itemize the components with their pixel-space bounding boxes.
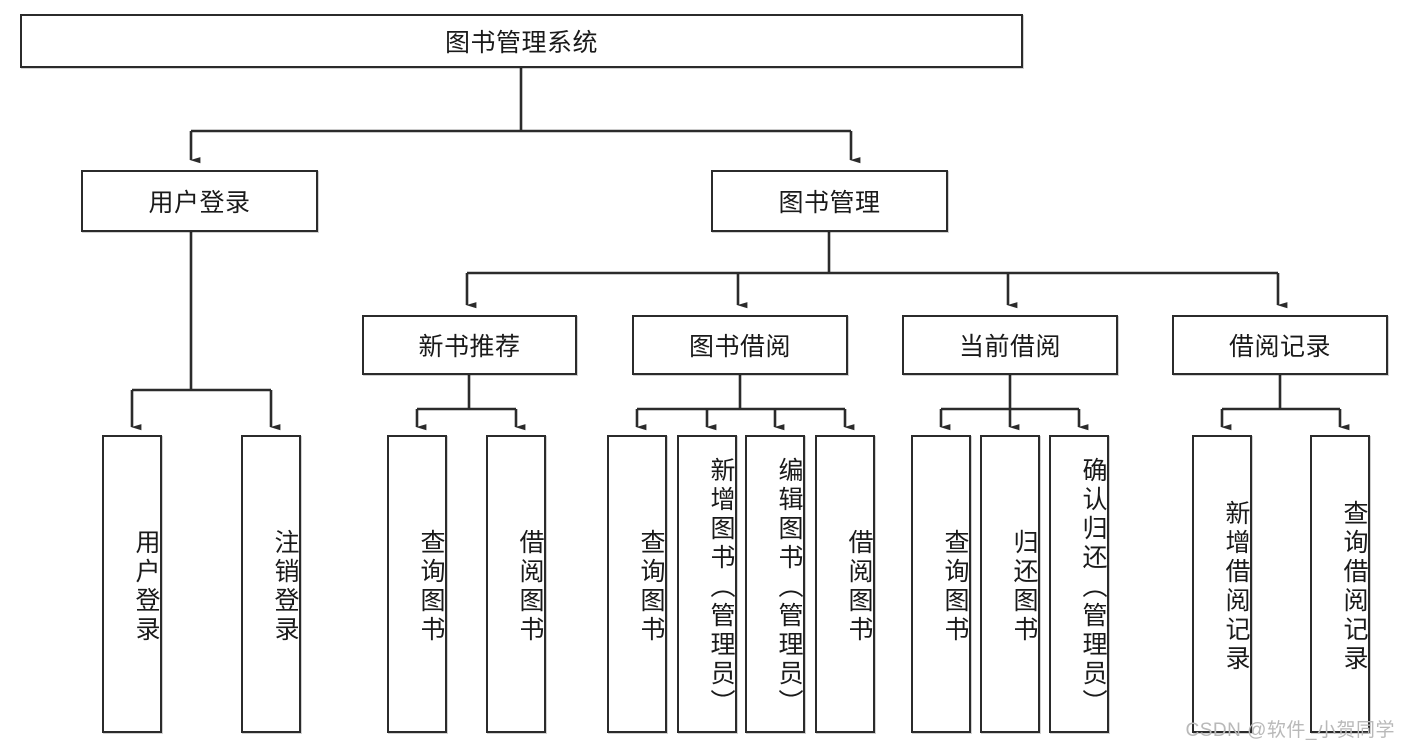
node-label: 借阅记录 (1228, 333, 1331, 361)
node-label: 查询图书 (637, 529, 665, 645)
node-leaf-query-book-borrow[interactable]: 查询图书 (607, 435, 667, 733)
node-leaf-query-borrow-record[interactable]: 查询借阅记录 (1310, 435, 1370, 733)
node-label: 借阅图书 (516, 529, 544, 645)
node-label: 图书借阅 (688, 333, 791, 361)
node-leaf-edit-book-admin[interactable]: 编辑图书（管理员） (745, 435, 805, 733)
node-leaf-query-book-recommend[interactable]: 查询图书 (387, 435, 447, 733)
node-label: 图书管理系统 (444, 29, 598, 57)
node-label: 图书管理 (778, 189, 881, 217)
node-book-management[interactable]: 图书管理 (711, 170, 948, 232)
node-book-borrow[interactable]: 图书借阅 (632, 315, 848, 375)
node-label: 归还图书 (1010, 529, 1038, 645)
node-label: 用户登录 (132, 529, 160, 645)
node-leaf-confirm-return-admin[interactable]: 确认归还（管理员） (1049, 435, 1109, 733)
node-leaf-add-borrow-record[interactable]: 新增借阅记录 (1192, 435, 1252, 733)
node-new-book-recommend[interactable]: 新书推荐 (362, 315, 577, 375)
node-leaf-user-logout[interactable]: 注销登录 (241, 435, 301, 733)
node-label: 查询借阅记录 (1340, 500, 1368, 674)
node-label: 注销登录 (271, 529, 299, 645)
node-leaf-query-book-current[interactable]: 查询图书 (911, 435, 971, 733)
node-root-book-management-system[interactable]: 图书管理系统 (20, 14, 1023, 68)
node-label: 用户登录 (148, 189, 251, 217)
node-label: 新书推荐 (418, 333, 521, 361)
node-leaf-return-book[interactable]: 归还图书 (980, 435, 1040, 733)
node-label: 借阅图书 (845, 529, 873, 645)
node-current-borrow[interactable]: 当前借阅 (902, 315, 1118, 375)
node-leaf-user-login[interactable]: 用户登录 (102, 435, 162, 733)
node-label: 确认归还（管理员） (1079, 456, 1107, 718)
node-label: 新增图书（管理员） (707, 456, 735, 718)
node-leaf-add-book-admin[interactable]: 新增图书（管理员） (677, 435, 737, 733)
node-leaf-borrow-book-recommend[interactable]: 借阅图书 (486, 435, 546, 733)
node-user-login[interactable]: 用户登录 (81, 170, 318, 232)
node-label: 当前借阅 (958, 333, 1061, 361)
node-label: 新增借阅记录 (1222, 500, 1250, 674)
node-leaf-borrow-book[interactable]: 借阅图书 (815, 435, 875, 733)
node-borrow-record[interactable]: 借阅记录 (1172, 315, 1388, 375)
watermark: CSDN @软件_小贺同学 (1185, 720, 1395, 741)
node-label: 查询图书 (941, 529, 969, 645)
node-label: 查询图书 (417, 529, 445, 645)
node-label: 编辑图书（管理员） (775, 456, 803, 718)
